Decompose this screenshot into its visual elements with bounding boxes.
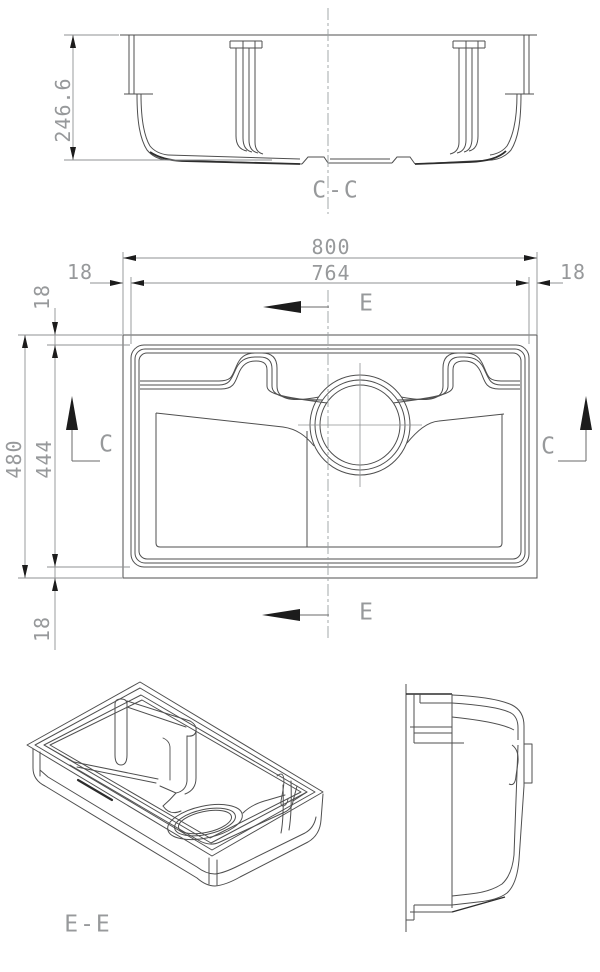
dim-outer-height: 480 [2, 439, 26, 479]
label-marker-c-left: C [99, 431, 115, 458]
dim-right-offset: 18 [559, 260, 587, 284]
dim-outer-width: 800 [311, 235, 351, 259]
label-section-cc: C-C [312, 177, 360, 204]
section-marker-arrows [66, 301, 592, 621]
label-section-ee: E-E [64, 911, 112, 938]
side-section-view [405, 684, 533, 932]
dim-inner-height: 444 [32, 439, 56, 479]
section-markers [71, 306, 587, 616]
section-view-cc [120, 34, 537, 165]
label-marker-c-right: C [541, 433, 557, 460]
plan-view [122, 334, 538, 579]
isometric-view-ee [26, 681, 324, 887]
dim-bottom-offset: 18 [30, 615, 54, 643]
label-marker-e-top: E [359, 290, 375, 317]
dim-inner-width: 764 [311, 261, 351, 285]
dimension-lines [18, 34, 563, 650]
dimension-arrows [22, 35, 550, 591]
dim-cc-height: 246.6 [51, 77, 75, 143]
dim-left-offset: 18 [66, 260, 94, 284]
label-marker-e-bottom: E [359, 599, 375, 626]
dim-top-offset: 18 [30, 283, 54, 311]
